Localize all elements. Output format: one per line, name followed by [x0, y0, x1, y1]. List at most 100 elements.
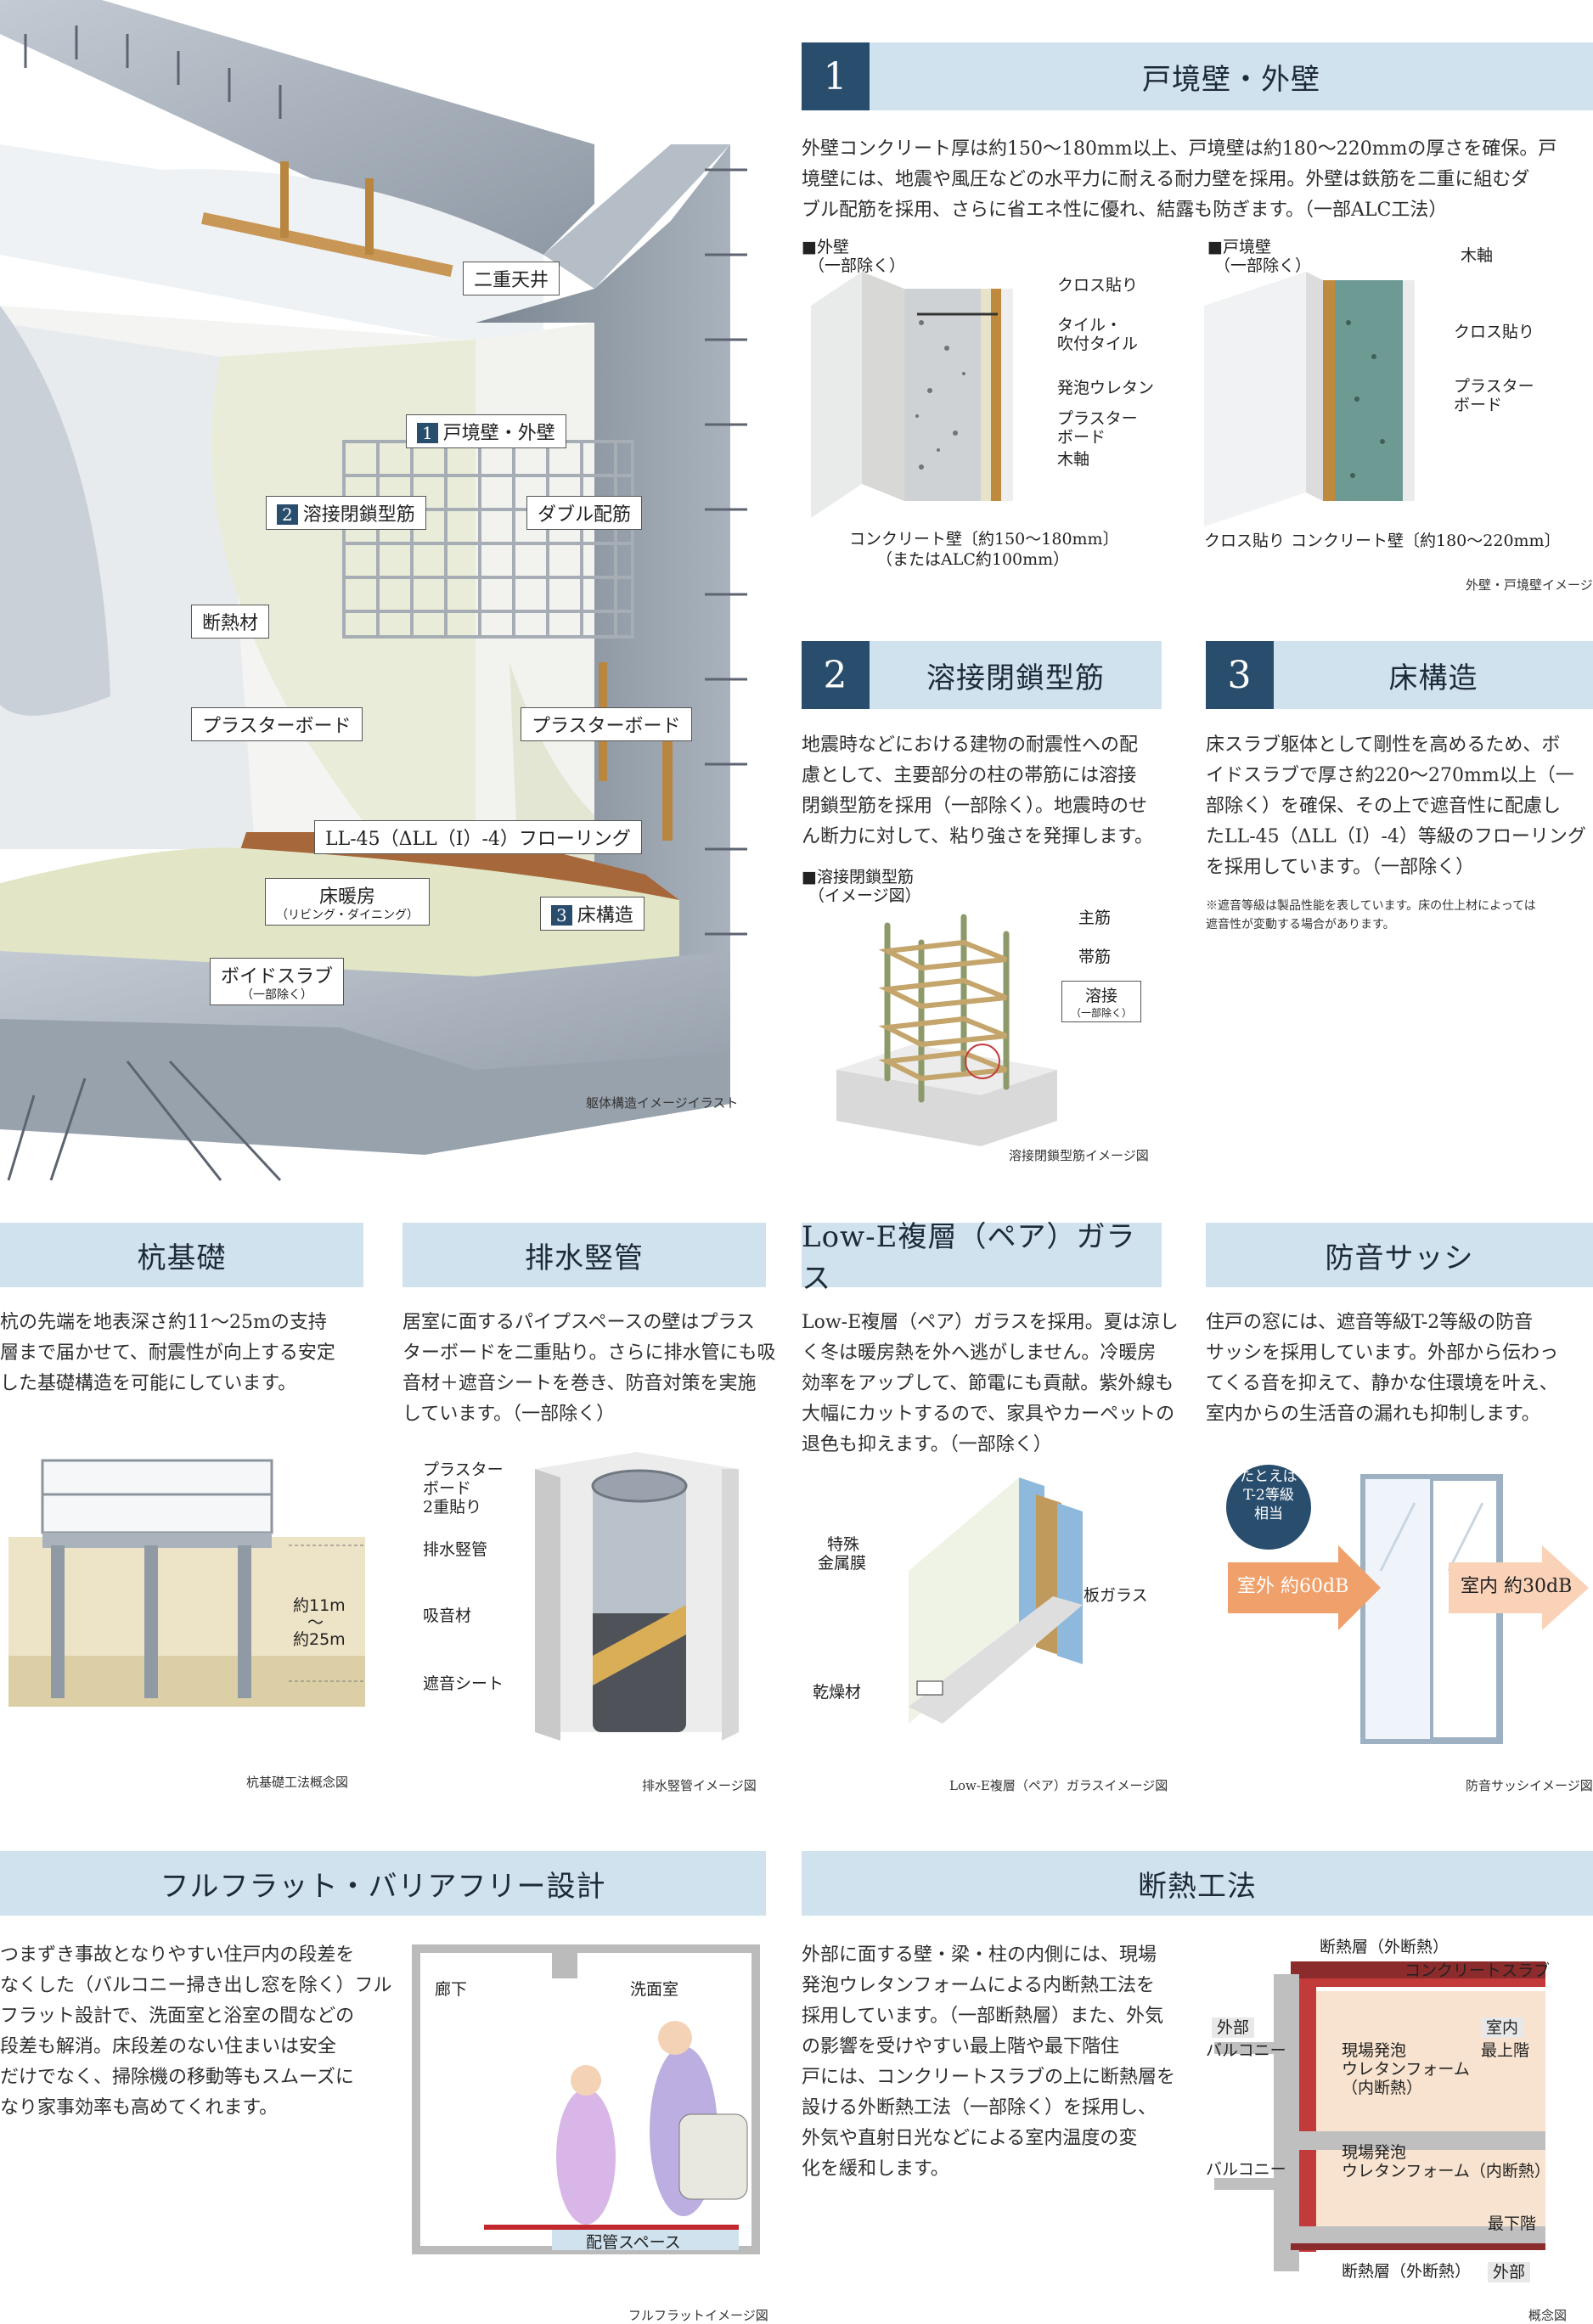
section3-title: 床構造	[1388, 661, 1478, 695]
weld-callout-text: 溶接	[1085, 987, 1118, 1005]
insul-line: 戸には、コンクリートスラブの上に断熱層を	[802, 2067, 1176, 2088]
label-plaster-right: プラスターボード	[521, 707, 692, 741]
insul-text: 外部に面する壁・梁・柱の内側には、現場 発泡ウレタンフォームによる内断熱工法を …	[802, 1940, 1175, 2185]
sash-caption: 防音サッシイメージ図	[1466, 1778, 1593, 1793]
insul-foam-3: （内断熱）	[1342, 2079, 1423, 2097]
drain-plaster-3: 2重貼り	[423, 1498, 482, 1517]
section3-line: たLL-45（ΔLL（I）-4）等級のフローリング	[1206, 826, 1586, 847]
structure-caption: 躯体構造イメージイラスト	[586, 1095, 739, 1111]
drain-caption: 排水竪管イメージ図	[642, 1778, 757, 1793]
section2-header: 2 溶接閉鎖型筋	[802, 641, 1162, 709]
pile-depth-2: 約25m	[293, 1630, 346, 1649]
weld-fig-title: ■溶接閉鎖型筋	[802, 868, 914, 886]
weld-rebar-diagram	[836, 914, 1057, 1146]
sash-header: 防音サッシ	[1206, 1223, 1593, 1287]
insul-title: 断熱工法	[1138, 1869, 1257, 1904]
sash-line: 室内からの生活音の漏れも抑制します。	[1206, 1404, 1540, 1425]
label-floor-heating: 床暖房 （リビング・ダイニング）	[265, 878, 430, 926]
flat-line: なくした（バルコニー掃き出し窓を除く）フル	[0, 1975, 392, 1996]
pile-caption: 杭基礎工法概念図	[246, 1775, 349, 1790]
party-wood: 木軸	[1461, 246, 1494, 265]
sash-inside: 室内 約30dB	[1461, 1576, 1573, 1597]
party-plaster-2: ボード	[1454, 396, 1503, 414]
insul-line: 外部に面する壁・梁・柱の内側には、現場	[802, 1944, 1157, 1966]
section2-number: 2	[802, 641, 870, 709]
section2-line: 慮として、主要部分の柱の帯筋には溶接	[802, 765, 1137, 786]
section3-line: イドスラブで厚さ約220～270mm以上（一	[1206, 765, 1574, 786]
void-slab-sub: （一部除く）	[241, 988, 312, 1002]
outer-concrete-2: （またはALC約100mm）	[876, 550, 1070, 569]
party-wall-title-sub: （一部除く）	[1214, 256, 1312, 275]
insul-diagram	[1214, 1961, 1545, 2271]
pile-diagram	[8, 1459, 365, 1707]
section3-number: 3	[1206, 641, 1274, 709]
section1-title: 戸境壁・外壁	[1142, 62, 1320, 97]
insul-line: 外気や直射日光などによる室内温度の変	[802, 2128, 1138, 2149]
sash-line: サッシを採用しています。外部から伝わっ	[1206, 1342, 1559, 1364]
weld-callout: 溶接 （一部除く）	[1061, 981, 1142, 1022]
section1-line: ブル配筋を採用、さらに省エネ性に優れ、結露も防ぎます。（一部ALC工法）	[802, 200, 1448, 221]
drain-absorb: 吸音材	[423, 1607, 472, 1625]
section3-header: 3 床構造	[1206, 641, 1593, 709]
weld-tag-number: 2	[277, 504, 298, 525]
drain-line: しています。（一部除く）	[402, 1404, 616, 1425]
glass-text: Low-E複層（ペア）ガラスを採用。夏は涼し く冬は暖房熱を外へ逃がしません。冷…	[802, 1308, 1179, 1460]
sash-diagram	[1226, 1465, 1589, 1744]
outer-wood: 木軸	[1057, 450, 1090, 469]
party-wall-diagram	[1204, 272, 1415, 526]
party-cross-bottom: クロス貼り	[1204, 532, 1286, 550]
insul-slab: コンクリートスラブ	[1404, 1961, 1551, 1980]
flat-line: つまずき事故となりやすい住戸内の段差を	[0, 1944, 355, 1966]
insul-foam-mid-2: ウレタンフォーム（内断熱）	[1342, 2162, 1551, 2181]
section2-text: 地震時などにおける建物の耐震性への配 慮として、主要部分の柱の帯筋には溶接 閉鎖…	[802, 730, 1175, 853]
insul-indoor: 室内	[1481, 2017, 1524, 2038]
insul-line: 化を緩和します。	[802, 2158, 949, 2180]
drain-sheet: 遮音シート	[423, 1674, 504, 1693]
glass-line: Low-E複層（ペア）ガラスを採用。夏は涼し	[802, 1312, 1179, 1333]
outer-tile-1: タイル・	[1057, 316, 1123, 335]
glass-desiccant: 乾燥材	[813, 1683, 862, 1702]
drain-line: 居室に面するパイプスペースの壁はプラス	[402, 1312, 755, 1333]
insul-balcony-top: バルコニー	[1206, 2041, 1286, 2060]
sash-badge-line: たとえば	[1240, 1468, 1297, 1485]
sash-outside: 室外 約60dB	[1237, 1576, 1349, 1597]
pile-header: 杭基礎	[0, 1223, 363, 1287]
glass-film-1: 特殊	[827, 1535, 860, 1554]
section1-caption: 外壁・戸境壁イメージ図	[1466, 577, 1593, 593]
outer-cross: クロス貼り	[1057, 276, 1139, 295]
section1-line: 外壁コンクリート厚は約150～180mm以上、戸境壁は約180～220mmの厚さ…	[802, 138, 1557, 160]
label-void-slab: ボイドスラブ （一部除く）	[210, 958, 345, 1005]
flat-pipe-space: 配管スペース	[586, 2233, 681, 2252]
flat-corridor: 廊下	[435, 1980, 468, 1999]
insul-line: 設ける外断熱工法（一部除く）を採用し、	[802, 2097, 1157, 2119]
drain-line: 音材＋遮音シートを巻き、防音対策を実施	[402, 1373, 757, 1394]
insul-ext-layer-top: 断熱層（外断熱）	[1320, 1938, 1449, 1956]
drain-text: 居室に面するパイプスペースの壁はプラス ターボードを二重貼り。さらに排水管にも吸…	[402, 1308, 776, 1430]
outer-wall-title: ■外壁	[802, 238, 849, 256]
insul-line: 採用しています。（一部断熱層）また、外気	[802, 2006, 1164, 2027]
glass-line: 大幅にカットするので、家具やカーペットの	[802, 1404, 1175, 1425]
pile-depth-1: 約11m	[293, 1596, 346, 1615]
drain-pipe: 排水竪管	[423, 1540, 488, 1559]
flat-title: フルフラット・バリアフリー設計	[160, 1869, 606, 1904]
section1-line: 境壁には、地震や風圧などの水平力に耐える耐力壁を採用。外壁は鉄筋を二重に組むダ	[802, 169, 1530, 190]
drain-plaster-1: プラスター	[423, 1460, 504, 1479]
glass-caption: Low-E複層（ペア）ガラスイメージ図	[949, 1778, 1168, 1793]
insul-header: 断熱工法	[802, 1851, 1593, 1916]
weld-main-bar: 主筋	[1078, 909, 1112, 927]
outer-urethane: 発泡ウレタン	[1057, 379, 1155, 397]
flat-text: つまずき事故となりやすい住戸内の段差を なくした（バルコニー掃き出し窓を除く）フ…	[0, 1940, 392, 2124]
pile-text: 杭の先端を地表深さ約11～25mの支持 層まで届かせて、耐震性が向上する安定 し…	[0, 1308, 374, 1399]
glass-title: Low-E複層（ペア）ガラス	[802, 1220, 1136, 1296]
insul-outside-bottom: 外部	[1488, 2262, 1531, 2282]
insul-balcony-mid: バルコニー	[1206, 2160, 1286, 2179]
floor-heating-sub: （リビング・ダイニング）	[276, 909, 419, 922]
section3-note-line: ※遮音等級は製品性能を表しています。床の仕上材によっては	[1206, 899, 1536, 913]
label-double-ceiling: 二重天井	[463, 262, 560, 295]
glass-line: 効率をアップして、節電にも貢献。紫外線も	[802, 1373, 1174, 1394]
sash-text: 住戸の窓には、遮音等級T-2等級の防音 サッシを採用しています。外部から伝わっ …	[1206, 1308, 1593, 1430]
flat-header: フルフラット・バリアフリー設計	[0, 1851, 766, 1916]
